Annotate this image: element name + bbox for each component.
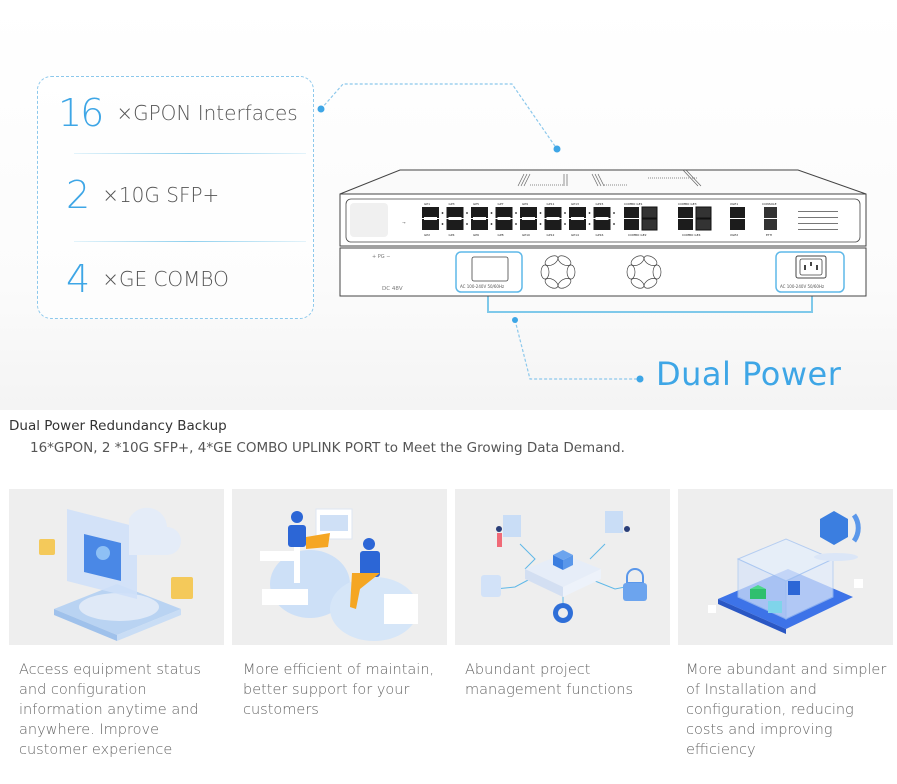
spec-row-sfp: 2 ×10G SFP+ xyxy=(66,173,341,217)
fan-blade xyxy=(566,264,576,280)
fan-blade xyxy=(544,278,559,289)
feature-text: More abundant and simpler of Installatio… xyxy=(686,662,887,758)
olt-device-illustration: ⊸ GP1GP2GP3GP4GP5GP6GP7GP8GP9GP10GP11GP1… xyxy=(339,169,867,297)
rj45-port xyxy=(641,218,658,231)
fan-blade xyxy=(540,264,550,280)
sfp-port xyxy=(569,207,586,218)
sfp-port xyxy=(544,219,562,230)
port-label: GP16 xyxy=(596,233,604,237)
feature-text: More efficient of maintain, better suppo… xyxy=(243,662,435,718)
psu-left-label: AC 100-240V 50/60Hz xyxy=(460,284,504,289)
fan-blade xyxy=(557,255,572,266)
spec-label: ×GE COMBO xyxy=(102,267,229,291)
spec-divider xyxy=(74,241,306,242)
spec-box: 16 ×GPON Interfaces 2 ×10G SFP+ 4 ×GE CO… xyxy=(37,76,314,319)
fan-blade xyxy=(557,278,572,289)
port-label: GP15 xyxy=(596,202,604,206)
spec-number: 16 xyxy=(58,91,104,135)
port-label: GP8 xyxy=(498,233,504,237)
eth-port xyxy=(764,219,777,230)
fan-blade xyxy=(626,264,636,280)
sfp-port xyxy=(446,207,464,218)
sfp-port xyxy=(520,219,537,230)
port-label: GP14 xyxy=(571,233,579,237)
port-label: GP12 xyxy=(547,233,555,237)
dual-power-callout: Dual Power xyxy=(656,355,842,393)
combo-sfp-port xyxy=(678,207,693,218)
port-label: GP7 xyxy=(498,202,504,206)
port-label: COMBO GE2 xyxy=(628,233,647,237)
port-label: ETH xyxy=(766,233,772,237)
combo-sfp-port xyxy=(624,207,639,218)
port-label: COMBO GE3 xyxy=(678,202,697,206)
port-label: GP10 xyxy=(522,233,530,237)
spec-number: 2 xyxy=(66,173,90,217)
port-label: GP9 xyxy=(522,202,528,206)
port-label: GP1 xyxy=(424,202,430,206)
network-hub-illustration xyxy=(455,489,670,645)
fan-blade xyxy=(630,278,645,289)
sfp-port xyxy=(593,219,611,230)
feature-text: Abundant project management functions xyxy=(465,662,634,698)
port-label: GP6 xyxy=(473,233,479,237)
fan-blade xyxy=(643,255,658,266)
port-label: COMBO GE1 xyxy=(624,202,643,206)
port-label: GP5 xyxy=(473,202,479,206)
port-label: COMBO GE4 xyxy=(682,233,701,237)
port-label: GP13 xyxy=(571,202,579,206)
monitor-live-illustration xyxy=(9,489,224,645)
installation-config-illustration xyxy=(678,489,893,645)
psu-right-label: AC 100-240V 50/60Hz xyxy=(780,284,824,289)
sfp-port xyxy=(569,219,586,230)
section-title: Dual Power Redundancy Backup xyxy=(9,418,227,434)
sfp-port xyxy=(422,219,439,230)
sfp-port xyxy=(593,207,611,218)
spec-label: ×10G SFP+ xyxy=(102,183,220,207)
port-label: XGE2 xyxy=(730,233,738,237)
spec-number: 4 xyxy=(66,257,90,301)
xge-port xyxy=(730,207,745,218)
sfp-port xyxy=(544,207,562,218)
spec-row-gpon: 16 ×GPON Interfaces xyxy=(58,91,333,135)
sfp-port xyxy=(471,207,488,218)
port-label: GP4 xyxy=(449,233,455,237)
spec-divider xyxy=(74,153,306,154)
combo-sfp-port xyxy=(678,219,693,230)
sfp-port xyxy=(446,219,464,230)
port-label: GP11 xyxy=(547,202,555,206)
port-label: CONSOLE xyxy=(762,202,777,206)
spec-row-combo: 4 ×GE COMBO xyxy=(66,257,341,301)
console-port xyxy=(764,207,777,218)
rj45-port xyxy=(641,206,658,219)
port-label: XGE1 xyxy=(730,202,738,206)
fan-blade xyxy=(643,278,658,289)
sfp-port xyxy=(495,207,513,218)
feature-text: Access equipment status and configuratio… xyxy=(19,662,201,758)
xge-port xyxy=(730,219,745,230)
pg-label: + PG − xyxy=(372,254,390,260)
sfp-port xyxy=(495,219,513,230)
sfp-port xyxy=(422,207,439,218)
rj45-port xyxy=(695,218,712,231)
combo-sfp-port xyxy=(624,219,639,230)
dc-label: DC 48V xyxy=(382,286,403,292)
fan-blade xyxy=(544,255,559,266)
sfp-port xyxy=(471,219,488,230)
sfp-port xyxy=(520,207,537,218)
team-collaboration-illustration xyxy=(232,489,447,645)
section-subtitle: 16*GPON, 2 *10G SFP+, 4*GE COMBO UPLINK … xyxy=(30,440,625,456)
port-label: GP2 xyxy=(424,233,430,237)
port-label: GP3 xyxy=(449,202,455,206)
spec-label: ×GPON Interfaces xyxy=(116,101,298,125)
fan-blade xyxy=(652,264,662,280)
rj45-port xyxy=(695,206,712,219)
svg-text:⊸: ⊸ xyxy=(402,220,406,225)
fan-blade xyxy=(630,255,645,266)
